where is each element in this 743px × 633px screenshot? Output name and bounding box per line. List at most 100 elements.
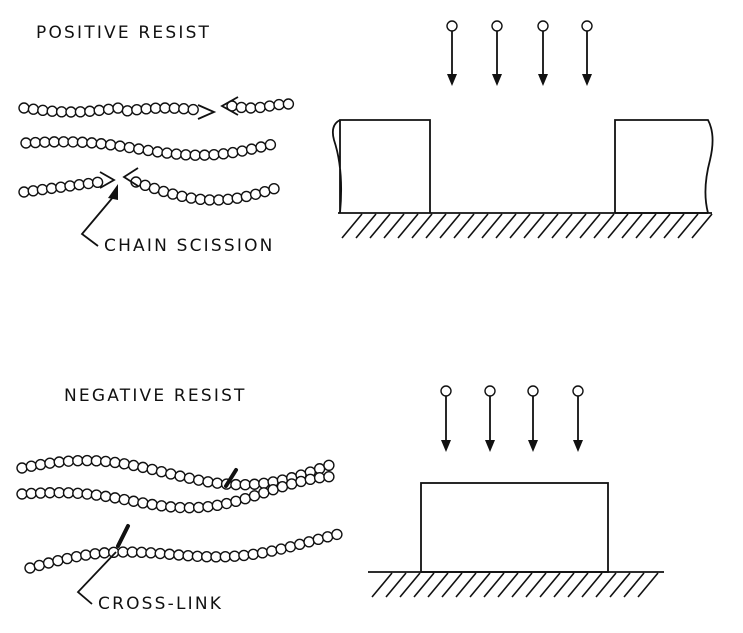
hatch-line bbox=[371, 572, 393, 598]
radiation-arrow-4 bbox=[572, 385, 584, 452]
hatch-line bbox=[523, 213, 545, 239]
chain-top-right bbox=[226, 98, 295, 114]
polymer-bead bbox=[127, 495, 140, 507]
polymer-bead bbox=[331, 528, 343, 541]
polymer-bead bbox=[170, 148, 183, 160]
hatch-line bbox=[495, 213, 517, 239]
hatch-line bbox=[609, 572, 631, 598]
polymer-bead bbox=[137, 461, 149, 474]
hatch-line bbox=[551, 213, 573, 239]
polymer-bead bbox=[135, 546, 148, 559]
polymer-bead bbox=[176, 190, 188, 203]
chain-scission-label: CHAIN SCISSION bbox=[104, 236, 275, 256]
polymer-bead bbox=[34, 458, 47, 471]
polymer-bead bbox=[109, 492, 121, 504]
hatch-line bbox=[579, 213, 601, 239]
polymer-bead bbox=[247, 548, 259, 560]
polymer-bead bbox=[80, 549, 92, 561]
polymer-bead bbox=[267, 484, 279, 496]
polymer-bead bbox=[29, 136, 42, 149]
hatch-line bbox=[509, 213, 531, 239]
hatch-line bbox=[397, 213, 419, 239]
polymer-bead bbox=[36, 183, 49, 196]
negative-resist-title: NEGATIVE RESIST bbox=[64, 386, 247, 406]
polymer-bead bbox=[174, 470, 186, 482]
polymer-bead bbox=[90, 455, 103, 467]
polymer-bead bbox=[194, 193, 207, 205]
polymer-bead bbox=[236, 145, 248, 157]
polymer-bead bbox=[82, 177, 95, 190]
polymer-bead bbox=[44, 487, 56, 499]
hatch-line bbox=[511, 572, 533, 598]
polymer-bead bbox=[183, 472, 196, 484]
polymer-bead bbox=[148, 182, 161, 195]
polymer-bead bbox=[238, 549, 250, 562]
polymer-bead bbox=[155, 500, 168, 512]
polymer-bead bbox=[167, 188, 179, 200]
positive-resist-left-block bbox=[331, 119, 431, 214]
polymer-bead bbox=[211, 477, 224, 489]
radiation-arrow-2 bbox=[491, 20, 503, 86]
polymer-bead bbox=[99, 455, 112, 468]
chain-bottom-left bbox=[18, 176, 104, 198]
polymer-bead bbox=[180, 149, 192, 161]
polymer-bead bbox=[48, 136, 60, 148]
polymer-bead bbox=[52, 554, 64, 567]
chain-top-left bbox=[18, 102, 199, 118]
hatch-line bbox=[425, 213, 447, 239]
polymer-bead bbox=[65, 106, 77, 118]
polymer-bead bbox=[146, 463, 158, 476]
positive-resist-section: POSITIVE RESIST CHAIN SCISSION bbox=[18, 20, 714, 256]
polymer-bead bbox=[44, 457, 56, 469]
polymer-bead bbox=[245, 102, 257, 114]
polymer-bead bbox=[61, 552, 73, 565]
polymer-bead bbox=[219, 550, 232, 563]
polymer-bead bbox=[178, 103, 190, 115]
hatch-line bbox=[539, 572, 561, 598]
polymer-bead bbox=[185, 192, 197, 204]
polymer-bead bbox=[161, 147, 173, 159]
polymer-bead bbox=[93, 104, 105, 117]
polymer-bead bbox=[84, 105, 96, 117]
polymer-bead bbox=[248, 478, 261, 490]
radiation-arrow-3 bbox=[537, 20, 549, 86]
chain-middle bbox=[20, 136, 277, 161]
polymer-bead bbox=[72, 454, 84, 467]
polymer-bead bbox=[303, 536, 315, 548]
radiation-arrow-1 bbox=[446, 20, 458, 86]
polymer-bead bbox=[239, 478, 251, 491]
hatch-line bbox=[427, 572, 449, 598]
scission-mark-bottom bbox=[99, 167, 139, 189]
polymer-bead bbox=[323, 470, 335, 483]
hatch-line bbox=[385, 572, 407, 598]
hatch-line bbox=[623, 572, 645, 598]
polymer-bead bbox=[123, 141, 136, 154]
polymer-bead bbox=[53, 486, 65, 499]
polymer-bead bbox=[275, 543, 287, 555]
chain-middle bbox=[16, 470, 335, 514]
polymer-bead bbox=[76, 136, 89, 148]
polymer-bead bbox=[227, 146, 239, 159]
cross-link-pointer bbox=[76, 551, 117, 605]
polymer-bead bbox=[81, 454, 93, 467]
hatch-line bbox=[467, 213, 489, 239]
polymer-bead bbox=[55, 181, 67, 193]
polymer-bead bbox=[149, 102, 162, 114]
polymer-bead bbox=[165, 468, 177, 480]
polymer-bead bbox=[57, 136, 70, 148]
polymer-bead bbox=[192, 501, 205, 514]
hatch-line bbox=[369, 213, 391, 239]
polymer-bead bbox=[70, 550, 83, 563]
polymer-bead bbox=[258, 487, 270, 499]
hatch-line bbox=[621, 213, 643, 239]
polymer-bead bbox=[168, 102, 181, 114]
polymer-bead bbox=[98, 547, 111, 559]
polymer-bead bbox=[240, 190, 253, 203]
polymer-bead bbox=[276, 481, 289, 493]
cross-link-label: CROSS-LINK bbox=[98, 594, 223, 614]
hatch-line bbox=[441, 572, 463, 598]
polymer-bead bbox=[25, 487, 37, 500]
polymer-bead bbox=[323, 459, 335, 471]
polymer-bead bbox=[118, 458, 131, 470]
polymer-bead bbox=[154, 547, 166, 560]
